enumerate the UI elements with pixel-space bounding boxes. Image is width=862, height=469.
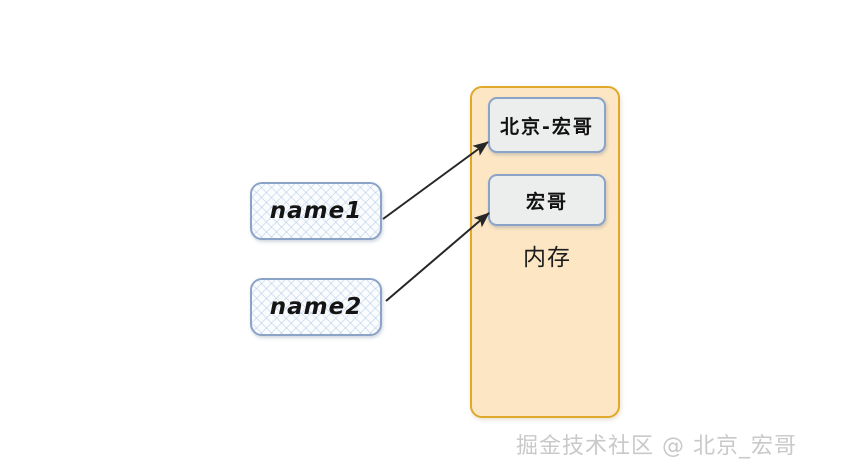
memory-slot-0: 北京-宏哥 [488, 97, 606, 153]
watermark-text: 掘金技术社区 @ 北京_宏哥 [516, 434, 797, 459]
memory-caption: 内存 [523, 245, 571, 271]
variable-label-name1: name1 [269, 198, 363, 224]
variable-label-name2: name2 [269, 294, 363, 320]
memory-slot-0-value: 北京-宏哥 [500, 115, 594, 138]
variable-box-name2: name2 [250, 278, 382, 336]
variable-box-name1: name1 [250, 182, 382, 240]
memory-slot-1: 宏哥 [488, 174, 606, 226]
memory-slot-1-value: 宏哥 [525, 190, 568, 213]
memory-container: 北京-宏哥 宏哥 内存 [470, 86, 620, 418]
